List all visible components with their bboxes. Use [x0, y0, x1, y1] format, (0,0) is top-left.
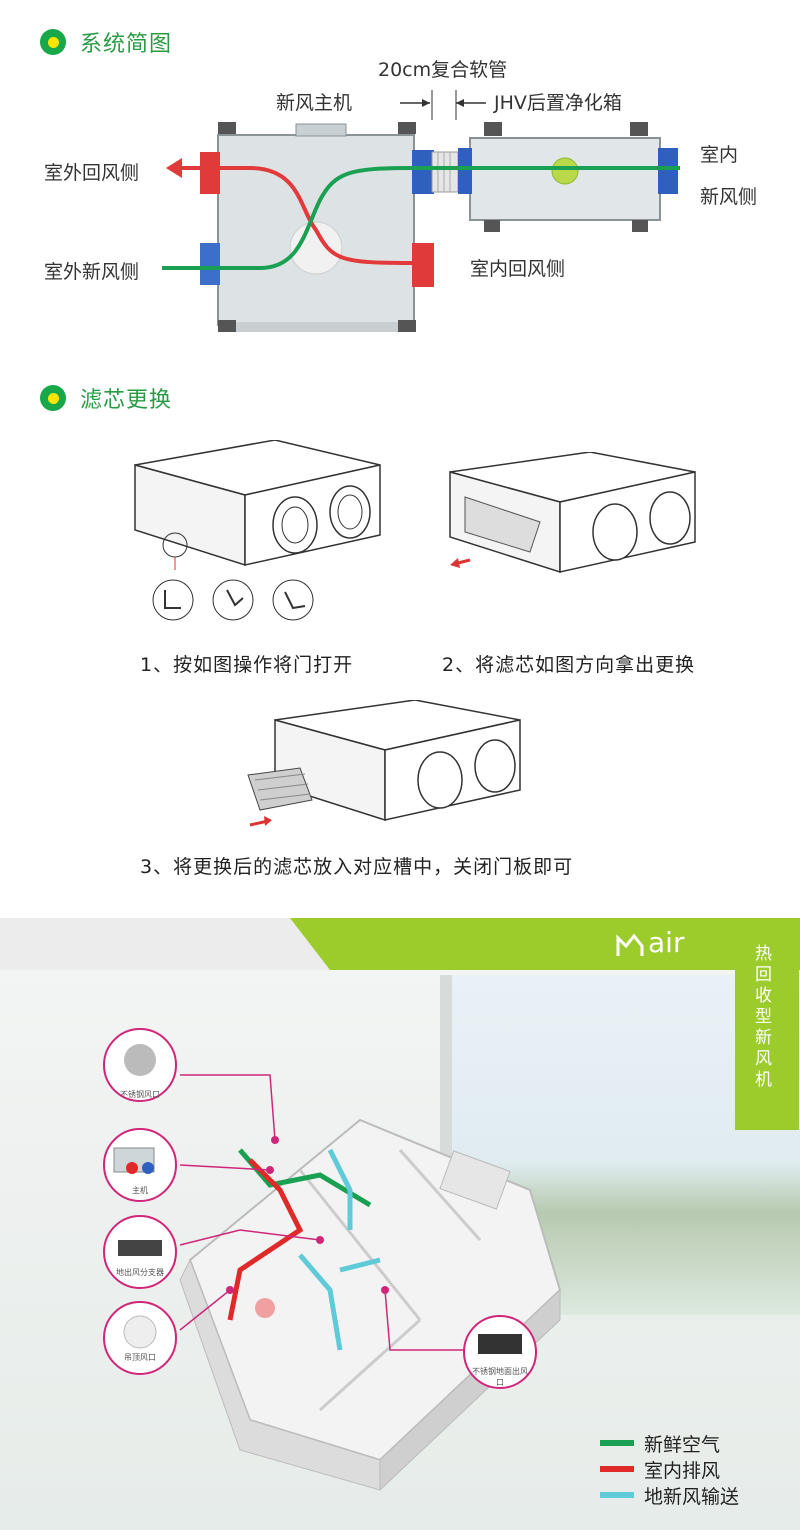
section-title: 滤芯更换	[80, 388, 173, 413]
system-diagram	[162, 90, 680, 332]
unit-drawing-closed	[134, 440, 381, 621]
unit-drawing-open	[449, 452, 696, 574]
step-2-text: 2、将滤芯如图方向拿出更换	[442, 654, 696, 676]
legend-swatch	[600, 1440, 634, 1446]
callout-label-1: 主机	[132, 1186, 148, 1195]
indoor-return-label: 室内回风侧	[470, 258, 566, 280]
legend-swatch	[600, 1466, 634, 1472]
legend-item: 地新风输送	[600, 1482, 739, 1508]
legend-label: 室内排风	[644, 1459, 721, 1482]
banner-top-stripe	[290, 918, 800, 970]
unit-drawing-insert	[247, 700, 521, 827]
purifier-label: JHV后置净化箱	[494, 92, 622, 114]
legend-item: 室内排风	[600, 1456, 739, 1482]
bullet-icon	[40, 385, 66, 411]
vertical-title-panel: 热回收型新风机	[735, 930, 799, 1130]
section-filter-title: 滤芯更换	[40, 382, 172, 414]
callout-label-3: 吊顶风口	[124, 1353, 156, 1362]
indoor-fresh-label-2: 新风侧	[700, 186, 758, 208]
outdoor-return-label: 室外回风侧	[44, 162, 140, 184]
mair-logo	[616, 933, 644, 956]
indoor-fresh-label-1: 室内	[700, 144, 739, 166]
callout-label-4: 不锈钢地面出风口	[472, 1367, 528, 1387]
pipe-label: 20cm复合软管	[378, 59, 508, 81]
floorplan-diagram	[103, 1028, 562, 1492]
outdoor-fresh-label: 室外新风侧	[44, 261, 140, 283]
callout-label-0: 不锈钢风口	[120, 1090, 160, 1099]
legend-label: 地新风输送	[644, 1485, 740, 1508]
step-1-text: 1、按如图操作将门打开	[140, 654, 354, 676]
callout-label-2: 地出风分支器	[116, 1268, 164, 1277]
step-3-text: 3、将更换后的滤芯放入对应槽中，关闭门板即可	[140, 856, 574, 878]
legend-label: 新鲜空气	[644, 1433, 721, 1456]
legend: 新鲜空气 室内排风 地新风输送	[600, 1430, 739, 1508]
legend-item: 新鲜空气	[600, 1430, 739, 1456]
legend-swatch	[600, 1492, 634, 1498]
brand-text: air	[648, 926, 685, 959]
section-title: 系统简图	[80, 32, 173, 57]
section-system-title: 系统简图	[40, 26, 172, 58]
vertical-title: 热回收型新风机	[755, 944, 772, 1090]
bullet-icon	[40, 29, 66, 55]
host-label: 新风主机	[276, 92, 353, 114]
